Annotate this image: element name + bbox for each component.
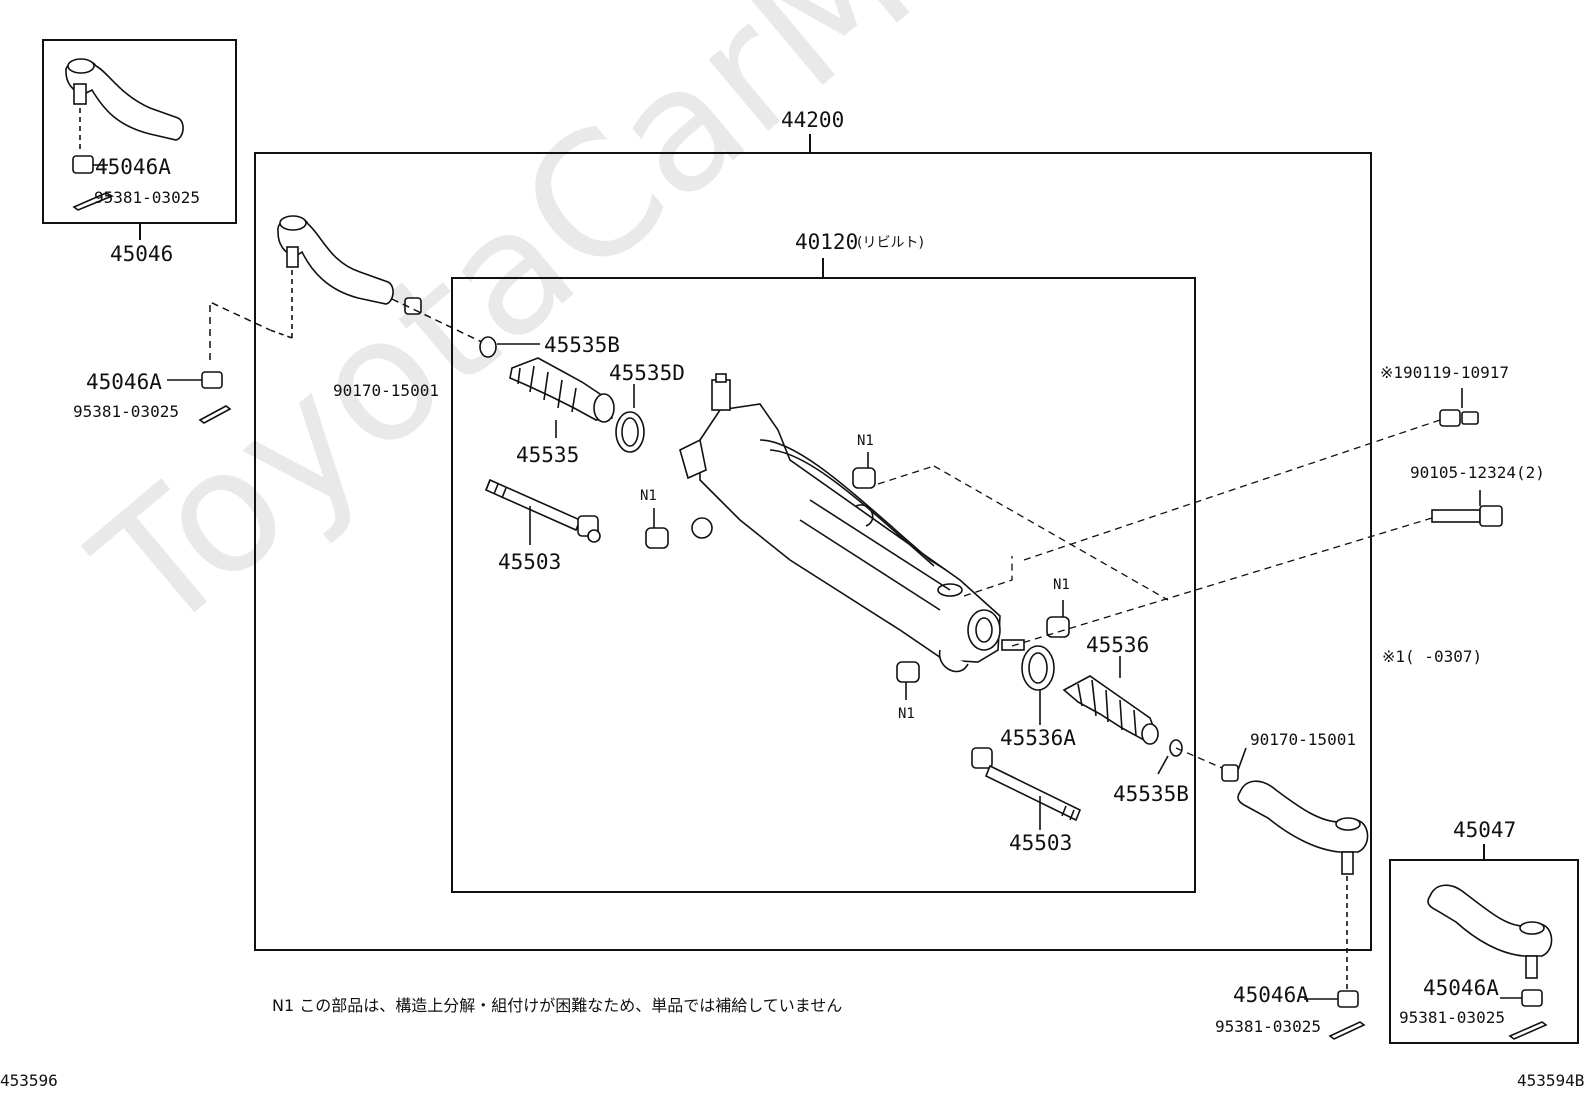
label-tie-rod-end-right: 45047 bbox=[1453, 818, 1517, 842]
nut-icon-inset-left bbox=[72, 155, 114, 211]
label-pin-left: 95381-03025 bbox=[73, 402, 179, 421]
tie-rod-end-left-inset bbox=[65, 58, 184, 150]
label-bolt-1: ※190119-10917 bbox=[1380, 363, 1509, 382]
label-nut-inset-right: 45046A bbox=[1423, 976, 1499, 1000]
label-pin-right: 95381-03025 bbox=[1215, 1017, 1321, 1036]
label-lock-nut-left: 90170-15001 bbox=[333, 381, 439, 400]
bushings-n1 bbox=[645, 452, 1070, 700]
label-rack-end-left: 45503 bbox=[498, 550, 562, 574]
nut-and-pin-left bbox=[167, 371, 232, 424]
label-clip-d: 45535D bbox=[609, 361, 685, 385]
boot-assembly-right bbox=[1021, 645, 1247, 782]
label-n1-a: N1 bbox=[857, 433, 874, 449]
steering-gear-housing bbox=[679, 373, 1025, 673]
label-pin-inset-right: 95381-03025 bbox=[1399, 1008, 1505, 1027]
rack-frame bbox=[451, 277, 1196, 893]
rack-end-left bbox=[484, 478, 601, 545]
doc-id-right: 453594B bbox=[1517, 1071, 1585, 1090]
tie-rod-end-right-inset bbox=[1427, 884, 1553, 1040]
label-n1-b: N1 bbox=[640, 488, 657, 504]
label-rack-end-right: 45503 bbox=[1009, 831, 1073, 855]
label-n1-c: N1 bbox=[1053, 577, 1070, 593]
boot-assembly-left bbox=[479, 336, 645, 453]
doc-id-left: 453596 bbox=[0, 1071, 58, 1090]
label-assembly: 44200 bbox=[781, 108, 845, 132]
label-n1-d: N1 bbox=[898, 706, 915, 722]
label-lock-nut-right: 90170-15001 bbox=[1250, 730, 1356, 749]
label-clip-b-right: 45535B bbox=[1113, 782, 1189, 806]
label-pin-inset-left: 95381-03025 bbox=[94, 188, 200, 207]
label-clip-a: 45536A bbox=[1000, 726, 1076, 750]
tie-rod-end-right bbox=[1237, 780, 1369, 1040]
label-bolt-2: 90105-12324(2) bbox=[1410, 463, 1545, 482]
rack-end-right bbox=[971, 747, 1082, 830]
label-boot-left: 45535 bbox=[516, 443, 580, 467]
label-nut-left: 45046A bbox=[86, 370, 162, 394]
footnote: N1 この部品は、構造上分解・組付けが困難なため、単品では補給していません bbox=[272, 996, 843, 1015]
label-bolt-note: ※1( -0307) bbox=[1382, 647, 1483, 666]
bolts-right bbox=[1431, 388, 1503, 527]
label-tie-rod-end-left: 45046 bbox=[110, 242, 174, 266]
tie-rod-end-left bbox=[269, 215, 422, 339]
label-nut-right: 45046A bbox=[1233, 983, 1309, 1007]
label-rack: 40120 bbox=[795, 230, 859, 254]
label-clip-b-left: 45535B bbox=[544, 333, 620, 357]
label-nut-inset-left: 45046A bbox=[95, 155, 171, 179]
label-rack-note: (リビルト) bbox=[857, 235, 924, 251]
assembly-frame bbox=[254, 152, 1372, 951]
label-boot-right: 45536 bbox=[1086, 633, 1150, 657]
